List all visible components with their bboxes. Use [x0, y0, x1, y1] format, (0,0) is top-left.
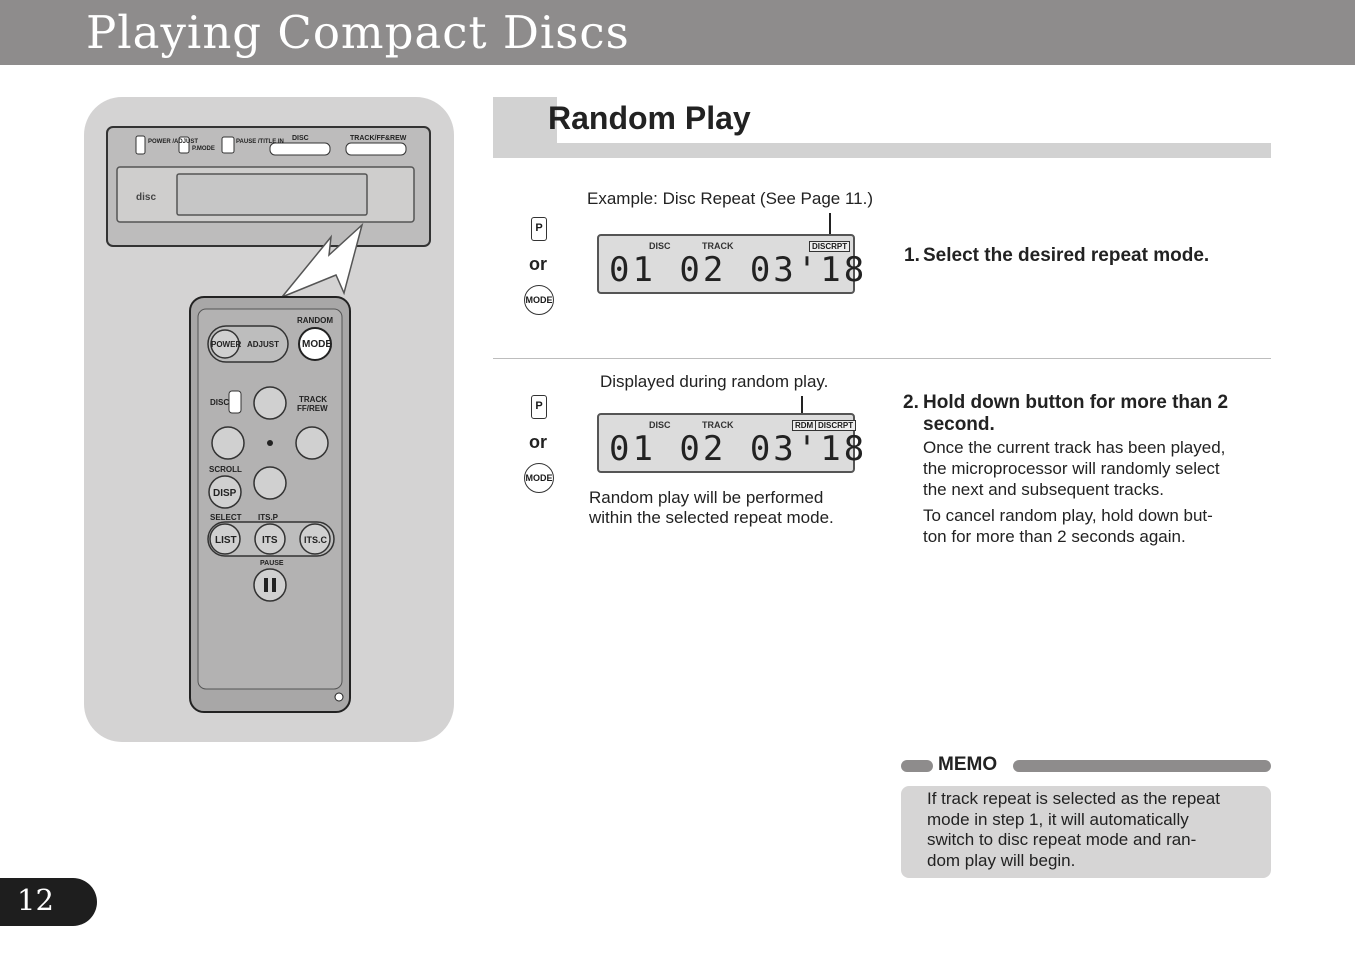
disc-logo: disc	[136, 192, 156, 203]
memo-line: mode in step 1, it will automatically	[927, 809, 1189, 829]
lcd-digits: 01 02 03'18	[609, 250, 868, 290]
head-power-label: POWER /ADJUST	[148, 139, 198, 145]
lcd-discrpt-indicator: DISCRPT	[815, 420, 857, 431]
illustration-panel: POWER /ADJUST P.MODE PAUSE /TITLE IN DIS…	[84, 97, 454, 742]
lcd-digits: 01 02 03'18	[609, 429, 868, 469]
memo-line: dom play will begin.	[927, 850, 1076, 870]
lcd-track-label: TRACK	[702, 241, 734, 251]
section-heading-bar	[493, 97, 1271, 161]
remote-select-label: SELECT	[210, 513, 242, 522]
step1-lcd-display: DISC TRACK DISCRPT 01 02 03'18	[597, 234, 864, 294]
body-line: To cancel random play, hold down but-	[923, 506, 1213, 525]
head-disc-label: DISC	[292, 135, 309, 142]
step1-title: Select the desired repeat mode.	[923, 245, 1210, 266]
step1-caption: Example: Disc Repeat (See Page 11.)	[587, 189, 873, 208]
page-title: Playing Compact Discs	[86, 6, 630, 59]
device-illustration: POWER /ADJUST P.MODE PAUSE /TITLE IN DIS…	[106, 126, 431, 713]
step2-title-line2: second.	[923, 414, 995, 435]
remote-disc-label: DISC	[210, 398, 229, 407]
memo-text: If track repeat is selected as the repea…	[927, 789, 1267, 871]
page-number: 12	[17, 883, 54, 917]
remote-track-label: TRACK	[299, 395, 327, 404]
memo-line: switch to disc repeat mode and ran-	[927, 830, 1197, 849]
remote-its-label: ITS	[262, 535, 278, 546]
remote-scroll-label: SCROLL	[209, 465, 242, 474]
remote-mode-label: MODE	[302, 339, 332, 350]
lcd-discrpt-indicator: DISCRPT	[809, 241, 851, 252]
section-title: Random Play	[548, 100, 751, 136]
body-line: the microprocessor will randomly select	[923, 459, 1220, 478]
remote-list-label: LIST	[215, 535, 237, 546]
lcd-disc-label: DISC	[649, 420, 671, 430]
page-number-tab: 12	[0, 878, 97, 926]
memo-label: MEMO	[938, 754, 998, 775]
head-track-label: TRACK/FF&REW	[350, 135, 407, 142]
step2-caption-bottom-1: Random play will be performed	[589, 488, 824, 507]
step2-pointer	[801, 396, 803, 418]
body-line: ton for more than 2 seconds again.	[923, 527, 1186, 546]
memo-line: If track repeat is selected as the repea…	[927, 789, 1220, 808]
remote-random-label: RANDOM	[297, 316, 333, 325]
remote-ffrew-label: FF/REW	[297, 404, 328, 413]
memo-box	[901, 786, 1271, 878]
page-header: Playing Compact Discs	[0, 0, 1355, 65]
memo-pill-right	[1013, 760, 1271, 772]
head-pause-label: PAUSE /TITLE IN	[236, 139, 284, 145]
body-line: the next and subsequent tracks.	[923, 480, 1164, 499]
remote-disp-label: DISP	[213, 488, 237, 499]
head-pmode-label: P.MODE	[192, 146, 215, 152]
step1-number: 1.	[904, 245, 920, 266]
step2-number: 2.	[903, 392, 919, 413]
step1-or: or	[529, 254, 547, 274]
step2-body-2: To cancel random play, hold down but- to…	[923, 505, 1213, 547]
mode-button-icon: MODE	[524, 285, 554, 315]
remote-power-label: POWER	[211, 340, 241, 349]
step2-title-line1: Hold down button for more than 2	[923, 392, 1229, 413]
mode-button-icon: MODE	[524, 463, 554, 493]
step1-pointer	[829, 213, 831, 238]
remote-pause-label: PAUSE	[260, 560, 284, 567]
step2-or: or	[529, 432, 547, 452]
step-divider	[493, 358, 1271, 359]
p-button-icon: P	[531, 217, 547, 241]
remote-itsc-label: ITS.C	[304, 535, 328, 545]
step2-caption-bottom-2: within the selected repeat mode.	[589, 508, 834, 527]
body-line: Once the current track has been played,	[923, 438, 1226, 457]
remote-itsp-label: ITS.P	[258, 513, 279, 522]
remote-adjust-label: ADJUST	[247, 340, 279, 349]
step2-caption-top: Displayed during random play.	[600, 372, 829, 391]
lcd-track-label: TRACK	[702, 420, 734, 430]
memo-pill-left	[901, 760, 933, 772]
step2-lcd-display: DISC TRACK RDM DISCRPT 01 02 03'18	[597, 413, 864, 473]
p-button-icon: P	[531, 395, 547, 419]
step2-body-1: Once the current track has been played, …	[923, 437, 1225, 500]
lcd-disc-label: DISC	[649, 241, 671, 251]
